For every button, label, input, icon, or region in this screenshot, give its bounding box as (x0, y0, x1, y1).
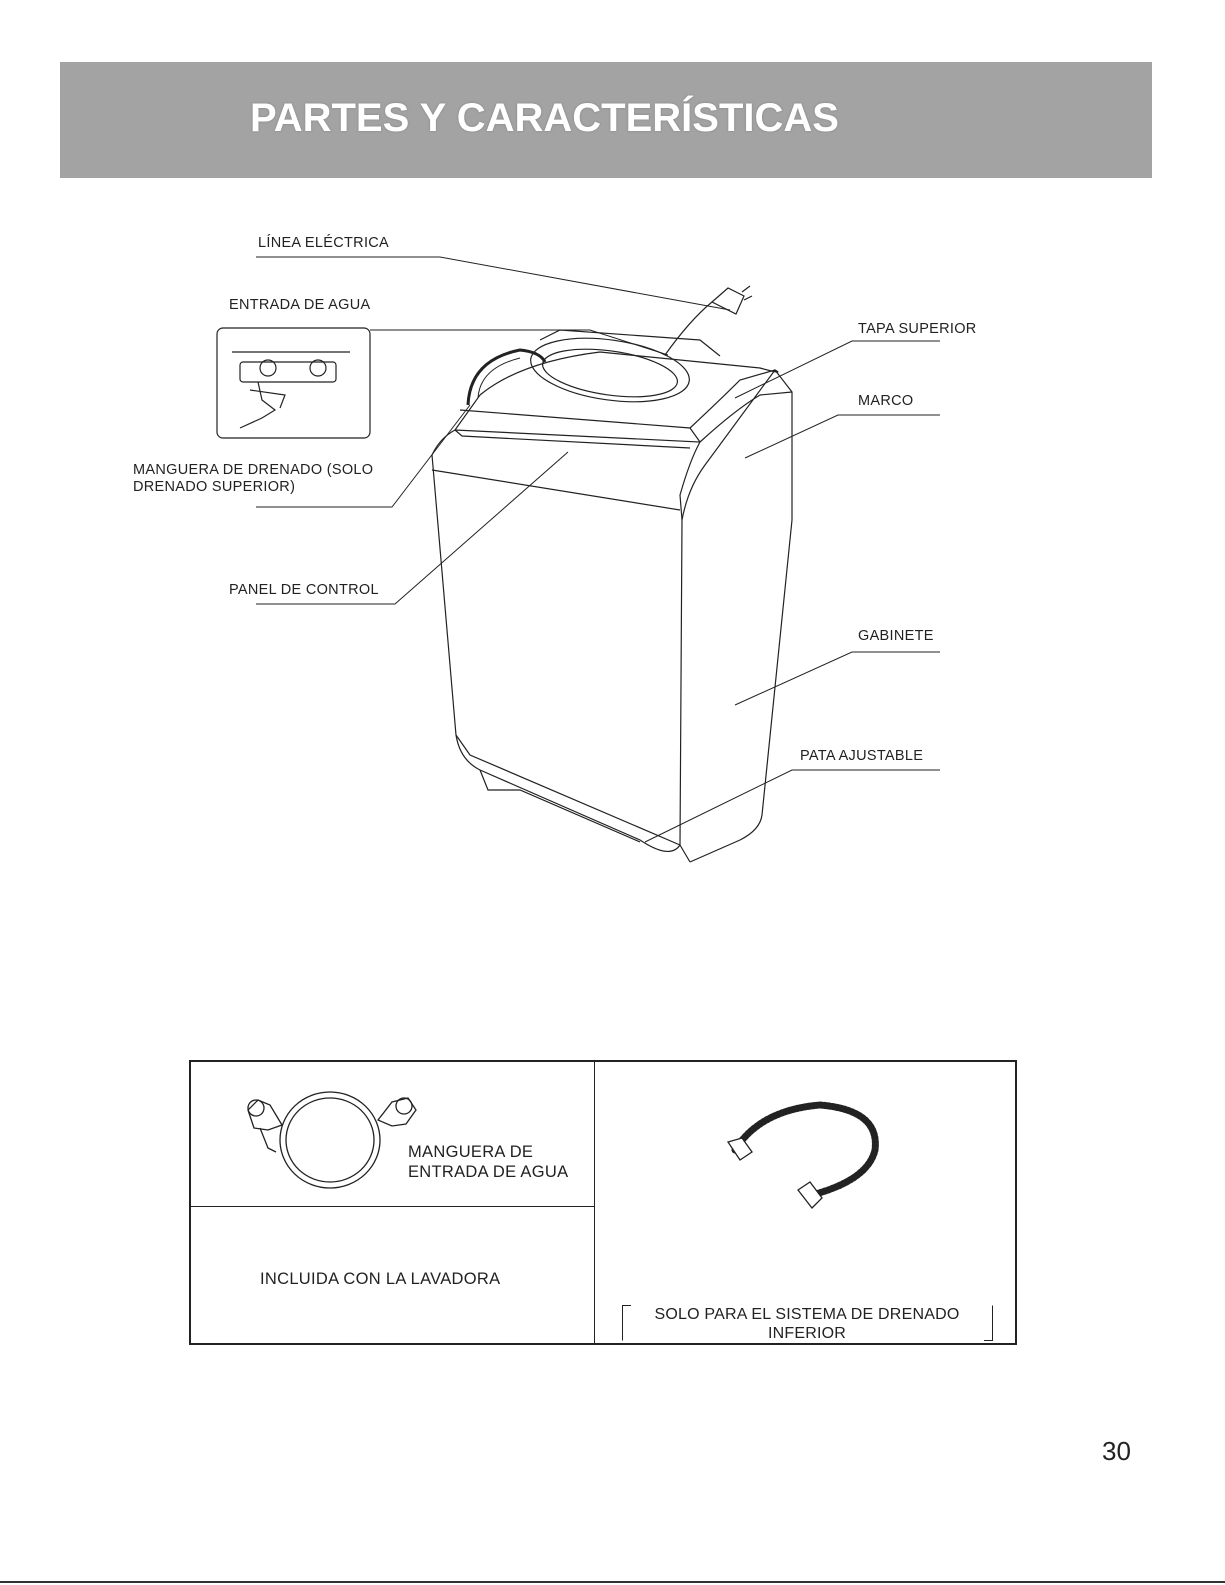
bottom-rule (0, 1581, 1225, 1583)
page-number: 30 (1102, 1436, 1131, 1467)
bottom-drain-hose-icon (735, 1105, 875, 1195)
bottom-drain-note: SOLO PARA EL SISTEMA DE DRENADO INFERIOR (622, 1305, 992, 1341)
inlet-hose-icon (280, 1092, 380, 1188)
label-inlet-hose: MANGUERA DE ENTRADA DE AGUA (408, 1142, 588, 1182)
label-included: INCLUIDA CON LA LAVADORA (260, 1269, 500, 1289)
